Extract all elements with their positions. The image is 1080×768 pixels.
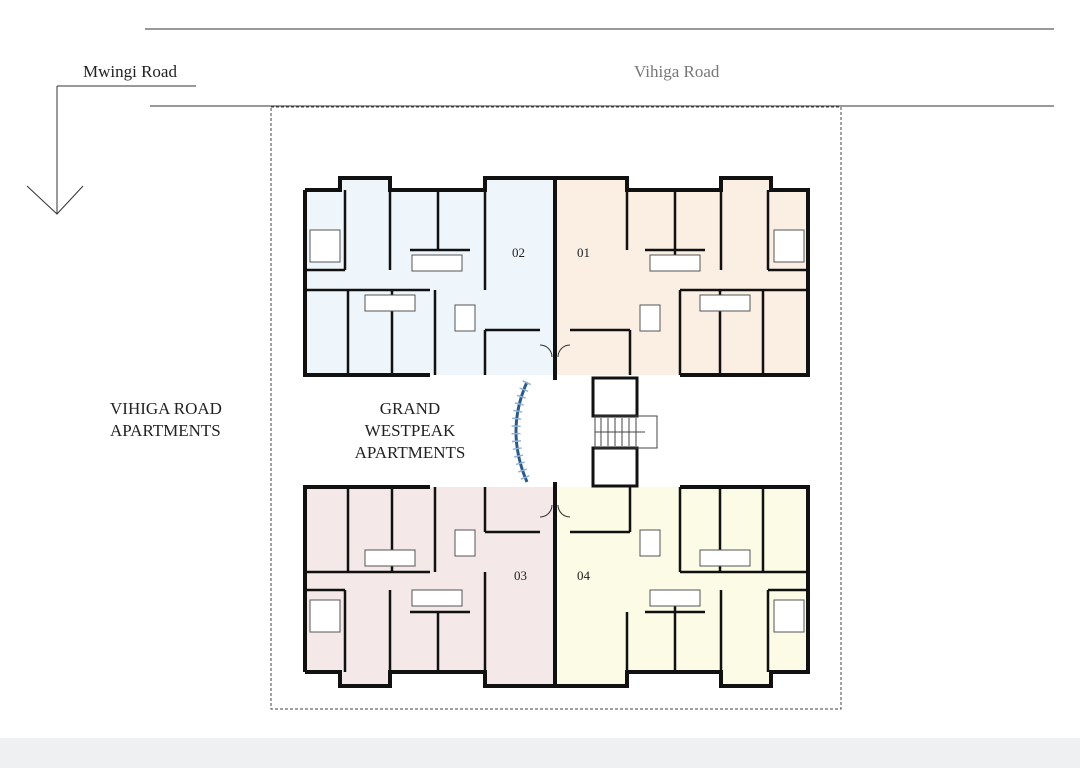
unit-number-03: 03: [514, 568, 527, 583]
unit-04-area: [557, 487, 808, 686]
mwingi-road-label: Mwingi Road: [83, 62, 177, 81]
stairs-icon: [594, 415, 658, 449]
vihiga-road-label: Vihiga Road: [634, 62, 720, 81]
curved-walkway: [511, 380, 532, 484]
unit-number-01: 01: [577, 245, 590, 260]
fixtures: [309, 229, 805, 633]
direction-arrow-icon: [26, 86, 84, 215]
unit-02-area: [305, 178, 555, 375]
lobby-doors: [539, 344, 571, 518]
vihiga-road-apartments-label: VIHIGA ROAD APARTMENTS: [110, 398, 280, 442]
unit-number-04: 04: [577, 568, 590, 583]
site-boundary: [270, 106, 842, 710]
grand-westpeak-apartments-label: GRAND WESTPEAK APARTMENTS: [340, 398, 480, 464]
stair-core: [591, 376, 639, 488]
vihiga-apartments-line1: VIHIGA ROAD: [110, 399, 222, 418]
grand-westpeak-line1: GRAND: [379, 399, 441, 418]
unit-number-02: 02: [512, 245, 525, 260]
unit-01-area: [557, 178, 808, 375]
grand-westpeak-line3: APARTMENTS: [354, 443, 466, 462]
grand-westpeak-line2: WESTPEAK: [364, 421, 456, 440]
vihiga-apartments-line2: APARTMENTS: [110, 421, 221, 440]
bottom-bar: [0, 738, 1080, 768]
unit-03-area: [305, 487, 555, 686]
outer-walls: [303, 176, 810, 688]
